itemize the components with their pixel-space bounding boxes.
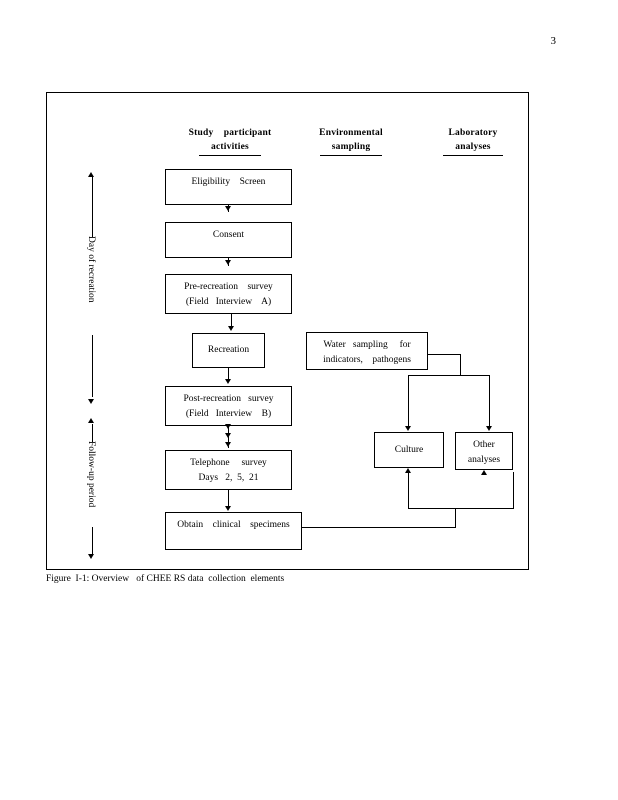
line-telephone-to-specimens [228, 490, 229, 508]
column-header-laboratory-analyses: Laboratory analyses [418, 126, 528, 156]
arrow-bus-to-culture [404, 426, 411, 431]
node-label-line2: (Field Interview B) [185, 409, 272, 419]
figure-caption: Figure I-1: Overview of CHEE RS data col… [46, 574, 285, 584]
line-specimens-to-lab-bus [408, 508, 514, 509]
line-pre-survey-to-recreation [231, 314, 232, 328]
timeline-segment-followup-lower [91, 527, 93, 555]
node-label-line2: (Field Interview A) [185, 297, 272, 307]
line-water-out-right [428, 354, 461, 355]
timeline-label-followup-period: Follow-up period [86, 441, 96, 508]
line-specimens-riser [455, 508, 456, 528]
column-header-environmental-sampling: Environmental sampling [296, 126, 406, 156]
node-label-line1: Consent [212, 230, 245, 240]
line-specimens-out-right [302, 527, 456, 528]
column-header-line2: sampling [319, 140, 383, 156]
column-header-line2: activities [199, 140, 261, 156]
node-label-line1: Pre-recreation survey [184, 282, 273, 292]
node-water-sampling[interactable]: Water sampling for indicators, pathogens [306, 332, 428, 370]
column-header-study-participant-activities: Study participant activities [160, 126, 300, 156]
timeline-segment-followup [91, 424, 93, 442]
line-water-out-down [460, 354, 461, 375]
column-header-line1: Study participant [188, 128, 272, 138]
column-header-line1: Laboratory [448, 128, 498, 138]
column-header-line2: analyses [443, 140, 503, 156]
node-label-line1: Eligibility Screen [191, 177, 266, 187]
timeline-mid-arrowhead-down [88, 399, 94, 404]
arrow-specimens-to-other [480, 470, 487, 475]
node-other-analyses[interactable]: Other analyses [455, 432, 513, 470]
line-eligibility-to-consent [228, 205, 229, 212]
timeline-segment-day [91, 177, 93, 237]
node-label-line2: Days 2, 5, 21 [198, 473, 259, 483]
timeline-mid-arrowhead-up [88, 418, 94, 423]
timeline-top-arrowhead [88, 172, 94, 177]
node-obtain-clinical-specimens[interactable]: Obtain clinical specimens [165, 512, 302, 550]
line-bus-to-other [489, 375, 490, 428]
timeline-segment-day-lower [91, 335, 93, 397]
arrow-telephone-to-specimens [224, 506, 231, 511]
line-lab-bus-to-culture-return [408, 470, 409, 508]
node-culture[interactable]: Culture [374, 432, 444, 468]
node-label-line2: indicators, pathogens [323, 355, 411, 365]
node-label-line2: analyses [467, 455, 501, 465]
line-bus-to-culture [408, 375, 409, 428]
column-header-line1: Environmental [319, 128, 383, 138]
line-recreation-to-post-survey [228, 368, 229, 382]
arrow-post-survey-to-telephone-3 [224, 442, 231, 447]
line-lab-bus-to-other-return [513, 472, 514, 508]
arrow-specimens-to-culture [404, 468, 411, 473]
figure-frame [46, 92, 529, 570]
arrow-recreation-to-post-survey [224, 379, 231, 384]
node-label-line1: Water sampling for [323, 340, 411, 350]
node-label-line1: Post-recreation survey [183, 394, 274, 404]
arrow-bus-to-other [485, 426, 492, 431]
node-label-line1: Telephone survey [190, 458, 267, 468]
node-post-recreation-survey[interactable]: Post-recreation survey (Field Interview … [165, 386, 292, 426]
node-telephone-survey[interactable]: Telephone survey Days 2, 5, 21 [165, 450, 292, 490]
arrow-eligibility-to-consent [224, 206, 231, 211]
node-eligibility-screen[interactable]: Eligibility Screen [165, 169, 292, 205]
timeline-label-day-of-recreation: Day of recreation [86, 236, 96, 303]
arrow-pre-survey-to-recreation [227, 326, 234, 331]
line-lab-distribution-bus [408, 375, 490, 376]
arrow-post-survey-to-telephone-1 [224, 424, 231, 429]
arrow-post-survey-to-telephone-2 [224, 433, 231, 438]
node-label-line1: Recreation [207, 345, 250, 355]
node-label-line1: Other [473, 440, 495, 450]
node-consent[interactable]: Consent [165, 222, 292, 258]
node-label-line1: Culture [394, 444, 424, 455]
arrow-consent-to-pre-survey [224, 260, 231, 265]
node-label-line1: Obtain clinical specimens [177, 520, 290, 530]
page-number: 3 [550, 35, 557, 47]
node-recreation[interactable]: Recreation [192, 333, 265, 368]
timeline-bottom-arrowhead [88, 554, 94, 559]
node-pre-recreation-survey[interactable]: Pre-recreation survey (Field Interview A… [165, 274, 292, 314]
